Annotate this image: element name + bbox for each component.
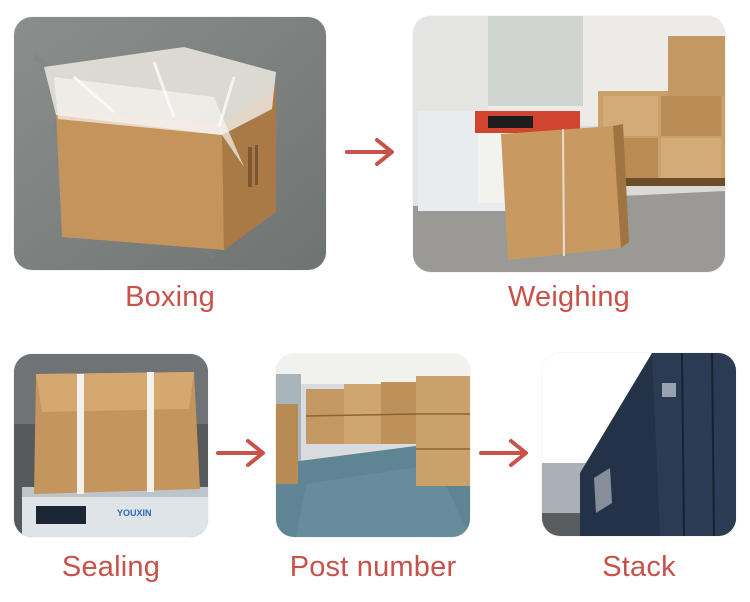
arrow-right-icon <box>479 439 528 467</box>
sealing-photo: YOUXIN <box>14 354 208 537</box>
youxin-brand: YOUXIN <box>117 508 152 518</box>
weighing-photo <box>413 16 725 272</box>
arrow-right-icon <box>345 138 394 166</box>
stack-photo <box>542 353 736 536</box>
step-label-weighing: Weighing <box>508 281 630 313</box>
arrow-right-icon <box>216 439 265 467</box>
step-label-post-number: Post number <box>289 551 457 583</box>
boxing-photo <box>14 17 326 270</box>
step-label-sealing: Sealing <box>61 551 161 583</box>
step-label-stack: Stack <box>602 551 676 583</box>
step-label-boxing: Boxing <box>125 281 215 313</box>
post-number-photo <box>276 354 470 537</box>
